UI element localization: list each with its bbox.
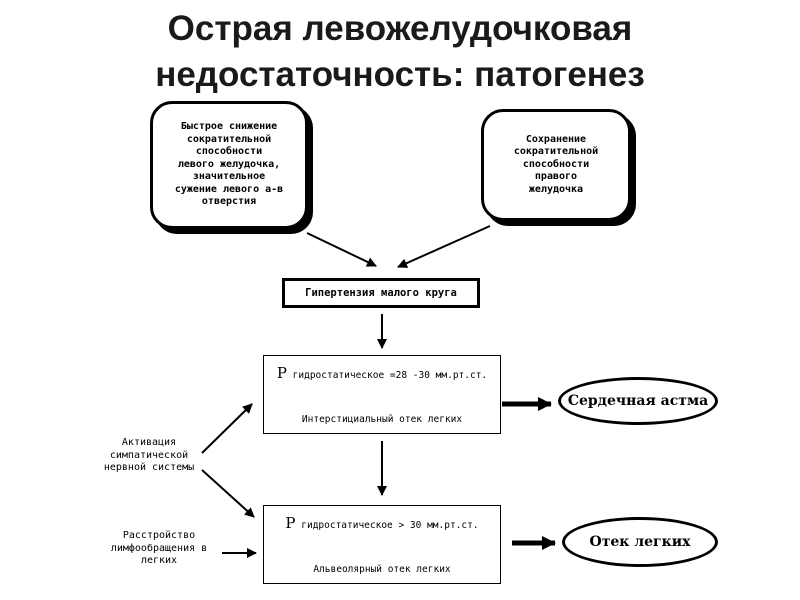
arrow-left-to-hypertension — [306, 232, 377, 267]
p-symbol: Р — [285, 514, 296, 532]
alveolar-pressure: Р гидростатическое > 30 мм.рт.ст. — [264, 514, 500, 532]
left_top-line: отверстия — [201, 196, 257, 208]
left_top-line: левого желудочка, — [177, 158, 281, 170]
arrow-right-to-hypertension — [397, 225, 491, 268]
hypertension-box: Гипертензия малого круга — [282, 278, 480, 308]
left_top-line: значительное — [192, 171, 266, 183]
lymph-line: лимфообращения в — [110, 542, 208, 554]
hypertension-label: Гипертензия малого круга — [305, 287, 457, 299]
lymph-line: легких — [140, 555, 178, 566]
left_top-line: способности — [195, 146, 263, 158]
right_top-line: Сохранение — [525, 133, 587, 145]
p-symbol: Р — [276, 364, 287, 382]
interstitial-result: Интерстициальный отек легких — [301, 414, 463, 425]
left_top-line: Быстрое снижение — [180, 121, 278, 133]
interstitial-pressure-text: гидростатическое =28 -30 мм.рт.ст. — [292, 370, 488, 381]
interstitial-pressure: Р гидростатическое =28 -30 мм.рт.ст. — [264, 364, 500, 382]
title-line-1: Острая левожелудочковая — [167, 9, 633, 48]
pulmonary-edema-ellipse: Отек легких — [562, 517, 718, 567]
cardiac-asthma-ellipse: Сердечная астма — [558, 377, 718, 425]
left_top-line: сократительной — [186, 133, 272, 145]
right_top-line: правого — [534, 171, 578, 183]
interstitial-box: Р гидростатическое =28 -30 мм.рт.ст. Инт… — [263, 355, 501, 434]
pulmonary-edema-label: Отек легких — [589, 534, 691, 550]
alveolar-result: Альвеолярный отек легких — [313, 564, 451, 575]
page-title: Острая левожелудочковая недостаточность:… — [0, 6, 800, 98]
left_top-line: сужение левого а-в — [174, 183, 284, 195]
right_top-line: способности — [522, 158, 590, 170]
activation-line: Активация — [121, 437, 177, 448]
alveolar-pressure-text: гидростатическое > 30 мм.рт.ст. — [301, 520, 479, 531]
lymph-line: Расстройство — [122, 530, 196, 541]
arrow-activation-to-box2 — [201, 469, 255, 518]
right_top-line: сократительной — [513, 146, 599, 158]
right_top-line: желудочка — [528, 183, 584, 195]
activation-line: симпатической — [109, 449, 189, 461]
arrow-activation-to-box1 — [201, 403, 253, 454]
activation-line: нервной системы — [103, 462, 195, 473]
title-line-2: недостаточность: патогенез — [155, 55, 645, 94]
alveolar-box: Р гидростатическое > 30 мм.рт.ст. Альвео… — [263, 505, 501, 584]
cardiac-asthma-label: Сердечная астма — [567, 393, 709, 409]
